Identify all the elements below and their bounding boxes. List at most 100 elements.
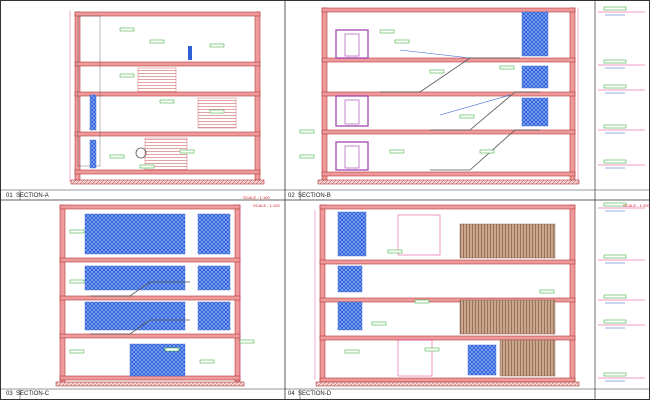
sec-b-door-leaf-3 — [344, 145, 360, 169]
sec-b-slab-0 — [321, 7, 576, 13]
section-b-scale: SCALE - 1:100 — [243, 195, 270, 200]
sec-d-wood-panel-2 — [459, 299, 556, 335]
sec-d-door-2 — [397, 339, 433, 377]
sec-a-stair-flight-1 — [137, 67, 177, 93]
level-note-bottom-2 — [603, 294, 627, 299]
sec-a-slab-4 — [74, 169, 261, 175]
sec-a-note-1 — [149, 39, 165, 44]
sec-b-ground — [317, 179, 580, 185]
sec-d-note-2 — [371, 321, 387, 326]
sec-c-slab-1 — [59, 257, 241, 263]
level-note-top-3 — [603, 124, 627, 129]
sec-d-glass-2 — [337, 265, 363, 293]
sec-b-door-3 — [335, 141, 369, 171]
sec-b-slab-1 — [321, 57, 576, 63]
level-note-top-1 — [603, 59, 627, 64]
section-c-title: 03 SECTION-C — [6, 391, 49, 398]
sec-d-slab-3 — [319, 335, 576, 341]
level-note-bottom-3 — [603, 319, 627, 324]
sec-c-note-4 — [164, 347, 180, 352]
sec-b-stair-1 — [380, 57, 520, 93]
sec-b-door-1 — [335, 29, 369, 59]
sec-a-note-6 — [139, 164, 155, 169]
sec-d-glass-4 — [467, 344, 497, 376]
section-a-title: 01 SECTION-A — [6, 193, 49, 200]
sec-a-note-0 — [119, 27, 135, 32]
sec-c-glass-5 — [84, 301, 186, 331]
section-c-number: 03 — [6, 391, 13, 397]
sec-a-slab-0 — [74, 11, 261, 17]
sec-c-glass-3 — [84, 265, 186, 291]
sec-c-glass-6 — [197, 301, 231, 331]
section-c-name: SECTION-C — [16, 391, 50, 397]
sec-d-note-4 — [344, 349, 360, 354]
level-note-bottom-1 — [603, 254, 627, 259]
sec-d-slab-2 — [319, 297, 576, 303]
sec-a-note-5 — [159, 99, 175, 104]
sec-a-slab-2 — [74, 91, 261, 97]
sec-b-note-4 — [459, 114, 475, 119]
sec-b-rail-1 — [399, 49, 471, 59]
sec-b-note-7 — [389, 149, 405, 154]
sec-b-slab-2 — [321, 91, 576, 97]
section-d-title: 04 SECTION-D — [288, 391, 331, 398]
sec-d-wall-right — [569, 204, 576, 383]
sec-a-slab-3 — [74, 131, 261, 137]
sec-c-slab-4 — [59, 375, 241, 381]
sec-d-slab-1 — [319, 259, 576, 265]
sec-d-note-5 — [539, 289, 555, 294]
sec-b-glass-2 — [521, 65, 549, 89]
sec-a-stair-core — [77, 15, 101, 167]
sec-b-note-1 — [394, 39, 410, 44]
sec-c-glass-1 — [84, 213, 186, 255]
sec-d-note-1 — [414, 299, 430, 304]
sec-d-note-0 — [387, 249, 403, 254]
sec-b-glass-1 — [521, 11, 549, 57]
section-b-number: 02 — [288, 193, 295, 199]
sec-d-wall-left — [319, 204, 326, 383]
sec-b-note-6 — [299, 154, 315, 159]
section-b-name: SECTION-B — [298, 193, 331, 199]
sec-c-stair-2 — [90, 319, 190, 335]
sec-b-note-5 — [299, 129, 315, 134]
sec-b-door-leaf-1 — [344, 33, 360, 57]
sec-a-note-8 — [109, 154, 125, 159]
level-note-bottom-4 — [603, 372, 627, 377]
sec-b-slab-3 — [321, 129, 576, 135]
sec-b-note-0 — [379, 29, 395, 34]
sec-c-wall-left — [59, 204, 66, 383]
sec-d-slab-0 — [319, 204, 576, 210]
sec-a-note-2 — [209, 43, 225, 48]
sec-b-slab-4 — [321, 171, 576, 177]
sec-b-rail-2 — [439, 94, 511, 116]
sec-d-wood-panel-3 — [499, 339, 556, 377]
sec-a-rail — [188, 46, 192, 60]
sec-c-glass-4 — [197, 265, 231, 291]
sec-c-note-5 — [199, 359, 215, 364]
sec-c-note-1 — [69, 279, 85, 284]
sec-c-slab-3 — [59, 333, 241, 339]
section-a-name: SECTION-A — [16, 193, 49, 199]
section-b-title: 02 SECTION-B — [288, 193, 331, 200]
level-note-top-2 — [603, 84, 627, 89]
sec-a-slab-1 — [74, 61, 261, 67]
sec-b-note-2 — [429, 69, 445, 74]
sec-a-window-2 — [89, 139, 97, 169]
sec-a-ground — [70, 179, 265, 185]
sec-a-symbol — [135, 147, 147, 159]
sec-a-window — [89, 94, 97, 131]
sec-c-stair-1 — [90, 281, 190, 297]
sec-c-ground — [55, 381, 245, 387]
sec-c-slab-0 — [59, 204, 241, 210]
sec-b-door-2 — [335, 95, 369, 127]
sec-d-glass-3 — [337, 301, 363, 331]
sec-b-stair-2 — [430, 91, 540, 131]
section-a-number: 01 — [6, 193, 13, 199]
sec-d-glass-1 — [337, 211, 367, 257]
sec-c-slab-2 — [59, 295, 241, 301]
level-note-top-0 — [603, 6, 627, 11]
sec-d-slab-4 — [319, 377, 576, 383]
sec-c-glass-2 — [197, 213, 231, 255]
level-note-bottom-0 — [603, 202, 627, 207]
sec-c-note-2 — [239, 339, 255, 344]
